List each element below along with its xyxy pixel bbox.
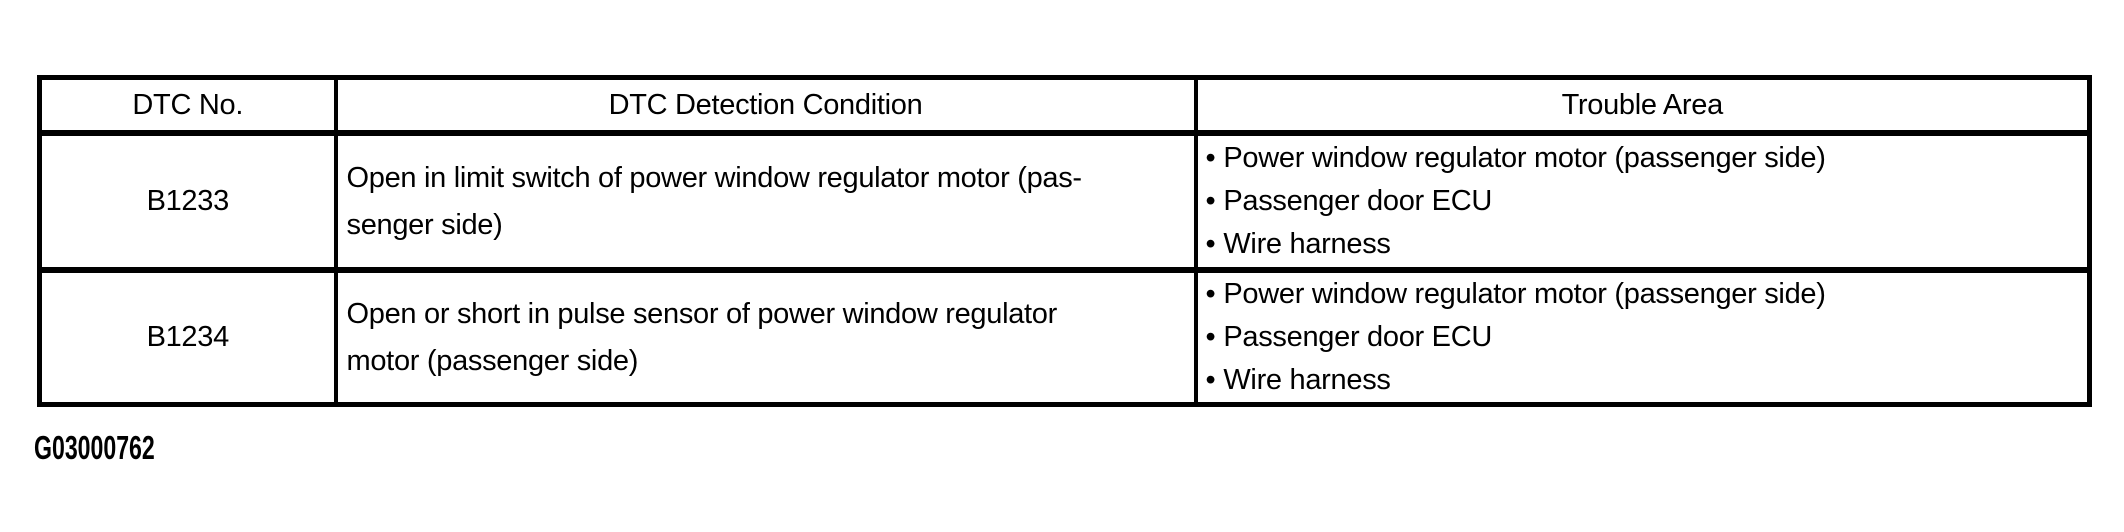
condition-line: senger side)	[346, 208, 503, 241]
condition-line: motor (passenger side)	[346, 344, 639, 377]
trouble-area-text: Power window regulator motor (passenger …	[1223, 278, 1826, 310]
header-row: DTC No. DTC Detection Condition Trouble …	[37, 75, 2092, 136]
trouble-area-cell: • Power window regulator motor (passenge…	[1193, 268, 2092, 407]
trouble-area-item: • Passenger door ECU	[1206, 316, 2082, 359]
trouble-area-item: • Wire harness	[1206, 223, 2082, 266]
trouble-area-text: Passenger door ECU	[1223, 321, 1492, 353]
trouble-area-cell: • Power window regulator motor (passenge…	[1193, 131, 2092, 273]
table-row: B1234 Open or short in pulse sensor of p…	[37, 268, 2092, 407]
bullet-icon: •	[1205, 364, 1216, 396]
detection-condition-cell: Open in limit switch of power window reg…	[333, 131, 1198, 273]
dtc-code: B1233	[37, 131, 338, 273]
column-header-dtc-no: DTC No.	[37, 75, 338, 136]
trouble-area-item: • Wire harness	[1206, 359, 2082, 402]
trouble-area-text: Passenger door ECU	[1223, 185, 1492, 217]
trouble-area-text: Wire harness	[1223, 364, 1391, 396]
condition-line: Open in limit switch of power window reg…	[346, 161, 1083, 194]
bullet-icon: •	[1205, 142, 1216, 174]
table-header: DTC No. DTC Detection Condition Trouble …	[37, 75, 2092, 136]
condition-line: Open or short in pulse sensor of power w…	[346, 297, 1058, 330]
column-header-detection-condition: DTC Detection Condition	[333, 75, 1198, 136]
trouble-area-text: Wire harness	[1223, 228, 1391, 260]
dtc-table: DTC No. DTC Detection Condition Trouble …	[37, 75, 2092, 407]
table-row: B1233 Open in limit switch of power wind…	[37, 131, 2092, 273]
dtc-code: B1234	[37, 268, 338, 407]
bullet-icon: •	[1205, 321, 1216, 353]
bullet-icon: •	[1205, 185, 1216, 217]
bullet-icon: •	[1205, 278, 1216, 310]
trouble-area-item: • Passenger door ECU	[1206, 180, 2082, 223]
detection-condition-cell: Open or short in pulse sensor of power w…	[333, 268, 1198, 407]
bullet-icon: •	[1205, 228, 1216, 260]
column-header-trouble-area: Trouble Area	[1193, 75, 2092, 136]
trouble-area-text: Power window regulator motor (passenger …	[1223, 142, 1826, 174]
trouble-area-item: • Power window regulator motor (passenge…	[1206, 273, 2082, 316]
figure-id: G03000762	[34, 429, 155, 466]
trouble-area-item: • Power window regulator motor (passenge…	[1206, 137, 2082, 180]
